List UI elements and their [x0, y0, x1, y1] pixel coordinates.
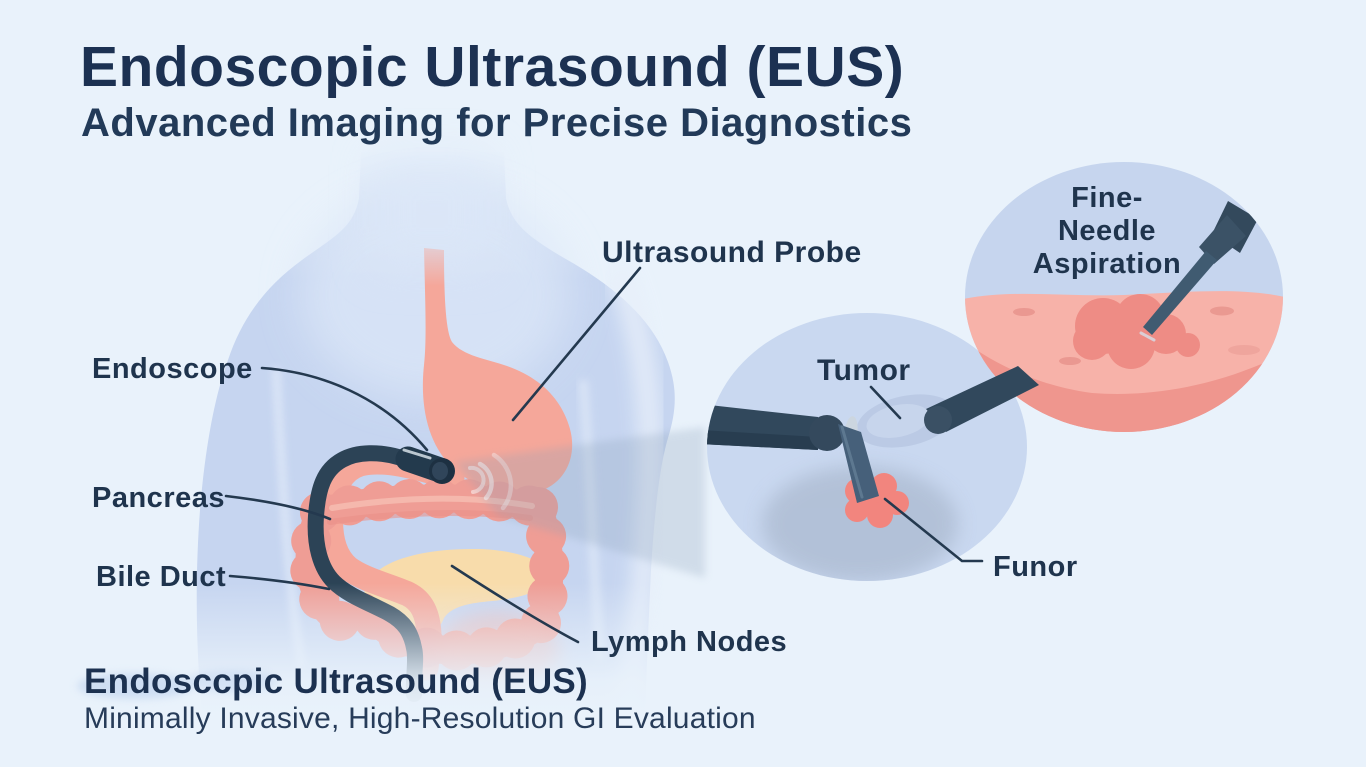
leader-pancreas: [224, 494, 332, 521]
label-bile-duct: Bile Duct: [96, 561, 226, 593]
diagram-labels: Endoscope Pancreas Bile Duct Ultrasound …: [92, 182, 1181, 658]
connector-cap: [924, 406, 952, 434]
leader-bile-duct: [228, 574, 331, 591]
footer-smudge: [77, 673, 193, 699]
label-lymph-nodes: Lymph Nodes: [591, 626, 787, 658]
connecting-probe-shaft: [924, 366, 1039, 434]
connector-bar: [926, 366, 1039, 432]
needle-shaft: [1143, 251, 1217, 335]
footer-smudge: [187, 670, 277, 692]
probe-shaft-shade: [707, 430, 818, 450]
label-fna-line1: Fine-: [1071, 182, 1143, 214]
label-tumor: Tumor: [817, 354, 911, 387]
probe-elbow-joint: [809, 415, 845, 451]
lesion-blob: [1073, 294, 1200, 369]
leader-lymph-nodes: [450, 564, 580, 644]
label-endoscope: Endoscope: [92, 353, 253, 385]
endoscope-highlight: [402, 448, 432, 460]
leader-ultrasound-probe: [511, 266, 642, 422]
leader-funor: [883, 497, 984, 563]
footer-subtitle: Minimally Invasive, High-Resolution GI E…: [84, 702, 756, 735]
inset-fna-circle: [965, 162, 1283, 432]
inset-tumor-circle: [707, 313, 1027, 581]
label-pancreas: Pancreas: [92, 482, 225, 514]
endoscope-tip-lens: [432, 462, 448, 480]
leader-endoscope: [260, 366, 429, 452]
aspiration-needle: [1139, 201, 1258, 342]
needle-glint: [1139, 331, 1156, 342]
leader-lines: [224, 266, 984, 644]
tissue-specks: [1013, 306, 1260, 365]
leader-tumor: [869, 385, 902, 420]
probe-echo-glow-inner: [866, 403, 930, 439]
tissue-deep-band: [965, 341, 1283, 432]
footer-title: Endosccpic Ultrasound (EUS): [84, 662, 588, 701]
label-fna-line3: Aspiration: [1033, 248, 1181, 280]
probe-needle-arm-edge: [840, 425, 864, 499]
organ-shadow-blob: [762, 466, 958, 581]
page-title: Endoscopic Ultrasound (EUS): [80, 35, 905, 99]
page-subtitle: Advanced Imaging for Precise Diagnostics: [81, 101, 913, 145]
label-funor: Funor: [993, 551, 1078, 583]
esophagus-stomach-shape: [422, 248, 573, 495]
needle-hub: [1199, 215, 1246, 264]
label-fna-line2: Needle: [1058, 215, 1156, 247]
label-ultrasound-probe: Ultrasound Probe: [602, 236, 862, 269]
ultrasound-beam: [455, 427, 705, 578]
